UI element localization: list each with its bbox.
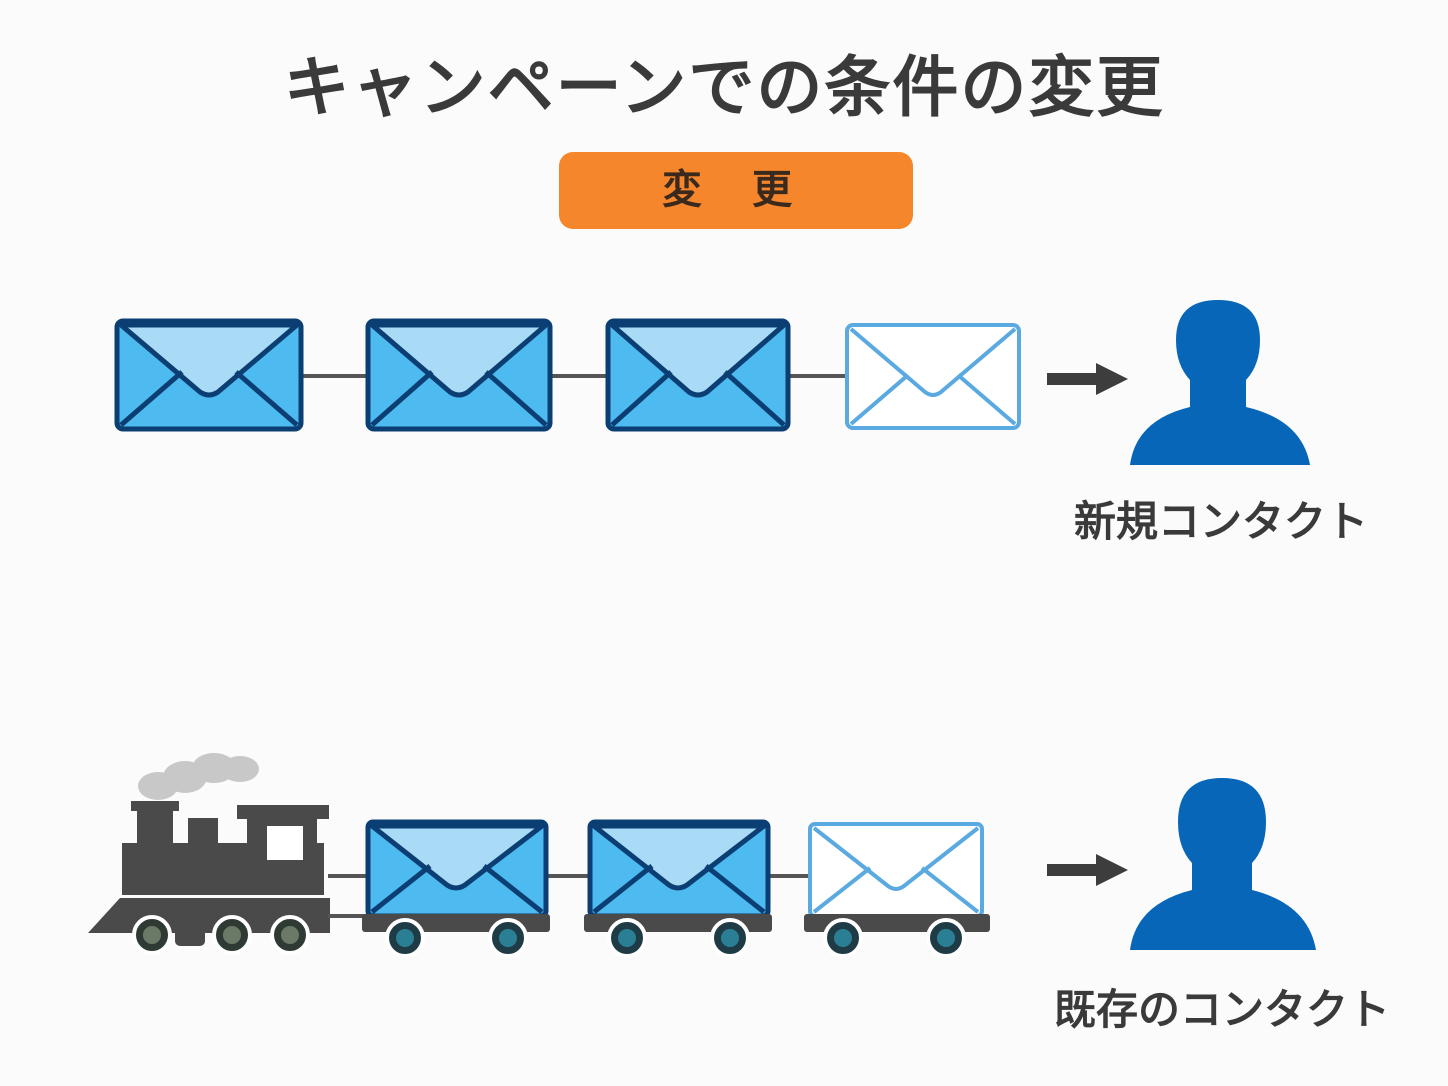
- wheel-icon: [212, 915, 252, 955]
- wheel-icon: [926, 918, 966, 958]
- person-icon: [1130, 778, 1316, 950]
- train-icon: [88, 801, 330, 955]
- envelope-pending-icon: [845, 323, 1021, 430]
- envelope-pending-icon: [808, 822, 984, 918]
- wagon: [804, 822, 990, 958]
- envelope-icon: [365, 819, 549, 919]
- wheel-icon: [823, 918, 863, 958]
- page-title: キャンペーンでの条件の変更: [283, 49, 1165, 126]
- new-contact-caption: 新規コンタクト: [1074, 497, 1369, 546]
- envelope-icon: [114, 318, 304, 432]
- arrow-right-icon: [1047, 854, 1128, 886]
- existing-contact-caption: 既存のコンタクト: [1054, 985, 1391, 1034]
- wheel-icon: [710, 918, 750, 958]
- arrow-right-icon: [1047, 363, 1128, 395]
- wheel-icon: [132, 915, 172, 955]
- person-icon: [1130, 300, 1310, 465]
- wheel-icon: [488, 918, 528, 958]
- envelope-icon: [587, 819, 771, 919]
- wheel-icon: [607, 918, 647, 958]
- wheel-icon: [270, 915, 310, 955]
- new-contact-row: [114, 300, 1310, 465]
- existing-contact-row: [88, 753, 1316, 958]
- envelope-icon: [605, 318, 791, 432]
- wagon: [584, 819, 772, 958]
- smoke-icon: [138, 753, 259, 800]
- wheel-icon: [385, 918, 425, 958]
- wagon: [362, 819, 550, 958]
- envelope-icon: [365, 318, 553, 432]
- change-badge: 変 更: [559, 152, 913, 229]
